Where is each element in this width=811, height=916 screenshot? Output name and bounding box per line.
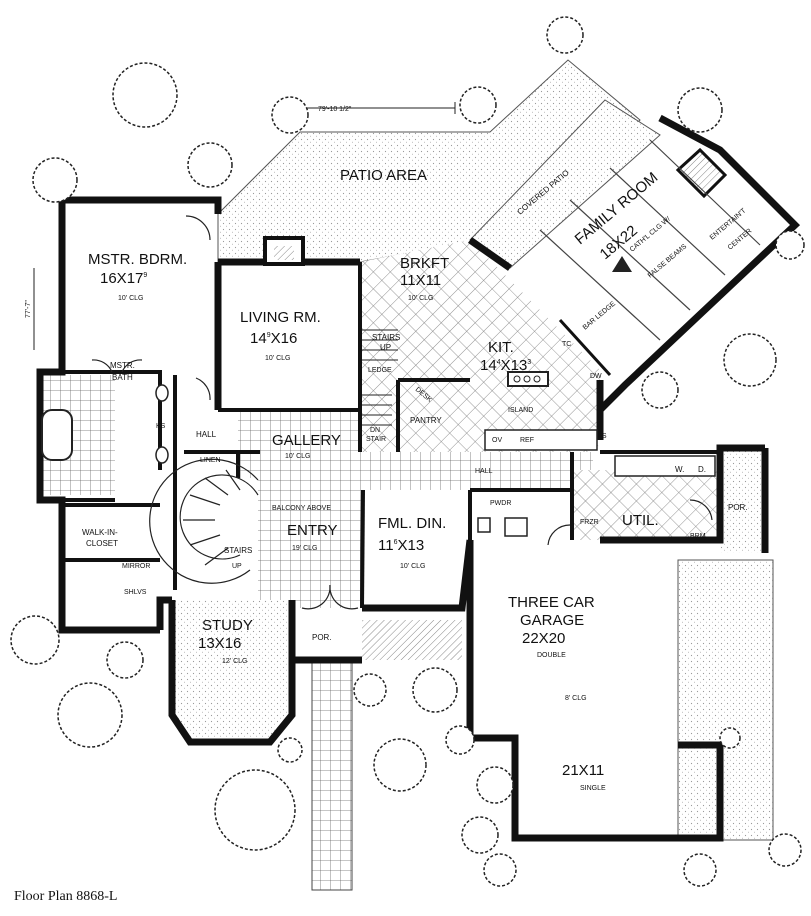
study-label: STUDY — [202, 617, 253, 634]
master-bath-label-1: MSTR. — [110, 361, 135, 370]
spiral-stair — [149, 458, 259, 584]
entry-label: ENTRY — [287, 522, 338, 539]
linen-label: LINEN — [200, 457, 221, 464]
powder-fixture — [477, 517, 491, 533]
master-bedroom-clg: 10' CLG — [118, 295, 143, 302]
false-beams — [539, 139, 761, 341]
shelves-label: SHLVS — [124, 589, 147, 596]
stairs-up-2: UP — [380, 343, 391, 352]
dn-stair-2: STAIR — [366, 436, 386, 443]
single-garage-note: SINGLE — [580, 785, 606, 792]
pantry-label: PANTRY — [410, 416, 442, 425]
entertainment-2: CENTER — [727, 228, 754, 252]
island-label: ISLAND — [508, 407, 533, 414]
garage-label-2: GARAGE — [520, 612, 584, 629]
hall-left-label: HALL — [196, 430, 217, 439]
width-dimension: 79'-10 1/2" — [318, 106, 352, 113]
utility-label: UTIL. — [622, 512, 659, 529]
exterior-walls — [36, 114, 801, 842]
tc-label: TC — [562, 341, 571, 348]
hall-floor — [363, 452, 593, 490]
dn-stair-1: DN — [370, 427, 380, 434]
oven-label: OV — [492, 437, 502, 444]
walk-in-closet-1: WALK-IN- — [82, 528, 118, 537]
gallery-floor — [238, 412, 363, 478]
stairs-up-label: UP — [232, 563, 242, 570]
side-porch-floor — [720, 448, 765, 553]
dining-size: 116X13 — [378, 537, 424, 554]
dryer-label: D. — [698, 465, 706, 474]
kitchen-label: KIT. — [488, 339, 514, 356]
washer-label: W. — [675, 465, 684, 474]
dw-label: DW — [590, 373, 602, 380]
pwdr-vanity — [504, 517, 528, 537]
entry-floor — [258, 478, 363, 608]
master-bath-label-2: BATH — [112, 373, 133, 382]
gallery-label: GALLERY — [272, 432, 341, 449]
family-ceiling-mark — [612, 256, 632, 272]
side-porch-label: POR. — [728, 503, 748, 512]
breakfast-clg: 10' CLG — [408, 295, 433, 302]
breakfast-size: 11X11 — [400, 272, 441, 289]
single-garage-size: 21X11 — [562, 762, 604, 779]
ks-label: KS — [156, 423, 166, 430]
depth-dimension: 77'-7" — [25, 300, 32, 318]
entry-clg: 19' CLG — [292, 545, 317, 552]
floor-plan-caption: Floor Plan 8868-L — [14, 889, 118, 904]
living-room-clg: 10' CLG — [265, 355, 290, 362]
mirror-label: MIRROR — [122, 563, 150, 570]
walk-in-closet-2: CLOSET — [86, 539, 118, 548]
powder-label: PWDR — [490, 500, 511, 507]
stairs-label: STAIRS — [224, 546, 252, 555]
family-note-2: FALSE BEAMS — [647, 243, 689, 280]
sink-2 — [155, 446, 169, 464]
front-walkway — [311, 659, 353, 891]
freezer-label: FRZR — [580, 519, 599, 526]
master-bedroom-size: 16X179 — [100, 270, 147, 287]
stairs-up-1: STAIRS — [372, 333, 400, 342]
bathtub — [41, 409, 73, 461]
balcony-label: BALCONY ABOVE — [272, 505, 331, 512]
kitchen-size: 144X133 — [480, 357, 531, 374]
hall-center-label: HALL — [475, 468, 493, 475]
dining-clg: 10' CLG — [400, 563, 425, 570]
study-size: 13X16 — [198, 635, 241, 652]
fridge-label: REF — [520, 437, 534, 444]
sink-1 — [155, 384, 169, 402]
living-room-size: 149X16 — [250, 330, 297, 347]
garage-clg: 8' CLG — [565, 695, 587, 702]
patio-label: PATIO AREA — [340, 167, 427, 184]
landscape-shrubs — [10, 16, 805, 887]
family-fireplace — [675, 147, 728, 199]
living-room-label: LIVING RM. — [240, 309, 321, 326]
bar-ledge-label: BAR LEDGE — [582, 300, 617, 331]
breakfast-label: BRKFT — [400, 255, 449, 272]
study-floor — [172, 600, 292, 740]
garage-size: 22X20 — [522, 630, 565, 647]
front-porch-label: POR. — [312, 633, 332, 642]
kitchen-floor — [360, 240, 600, 452]
broom-label: BRM — [690, 533, 706, 540]
kitchen-island — [507, 371, 549, 387]
front-porch-planter — [362, 620, 462, 660]
doors — [91, 215, 713, 610]
garage-note: DOUBLE — [537, 652, 566, 659]
ledge-label: LEDGE — [368, 367, 392, 374]
util-floor — [572, 470, 722, 540]
dining-label: FML. DIN. — [378, 515, 446, 532]
study-clg: 12' CLG — [222, 658, 247, 665]
master-bedroom-label: MSTR. BDRM. — [88, 251, 187, 268]
straight-stairs — [362, 329, 398, 426]
ls-label: LS — [598, 433, 607, 440]
garage-label-1: THREE CAR — [508, 594, 595, 611]
gallery-clg: 10' CLG — [285, 453, 310, 460]
driveway — [677, 559, 774, 841]
